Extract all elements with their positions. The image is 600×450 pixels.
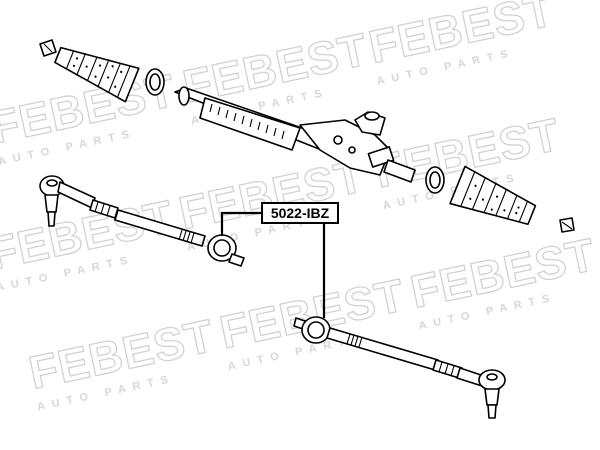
left-tie-rod-end <box>39 175 96 227</box>
part-number-callout: 5022-IBZ <box>220 202 339 318</box>
left-tie-rod-assembly <box>39 175 245 267</box>
right-boot-clamp <box>425 166 445 194</box>
steering-rack-assembly <box>39 39 575 233</box>
callout-leader-left <box>220 211 262 236</box>
rack-housing <box>174 86 416 183</box>
left-boot-clamp <box>145 68 165 96</box>
left-end-nut <box>39 39 57 57</box>
right-tie-rod-assembly <box>293 316 506 419</box>
part-number-box <box>261 202 339 224</box>
watermark: FEBEST AUTO PARTS <box>24 308 219 413</box>
left-inner-rod <box>114 209 206 247</box>
left-inner-joint <box>207 234 245 267</box>
right-inner-joint <box>293 316 331 344</box>
right-inner-rod <box>326 327 439 371</box>
right-boot <box>449 165 537 226</box>
right-end-nut <box>559 217 575 233</box>
left-boot <box>54 46 140 103</box>
right-tie-rod-end <box>456 367 506 419</box>
right-rod-thread <box>346 333 363 348</box>
left-rod-thread <box>178 229 195 244</box>
part-number-label: 5022-IBZ <box>271 205 330 221</box>
watermark: FEBEST AUTO PARTS <box>364 0 559 88</box>
watermark: FEBEST AUTO PARTS <box>405 227 600 332</box>
